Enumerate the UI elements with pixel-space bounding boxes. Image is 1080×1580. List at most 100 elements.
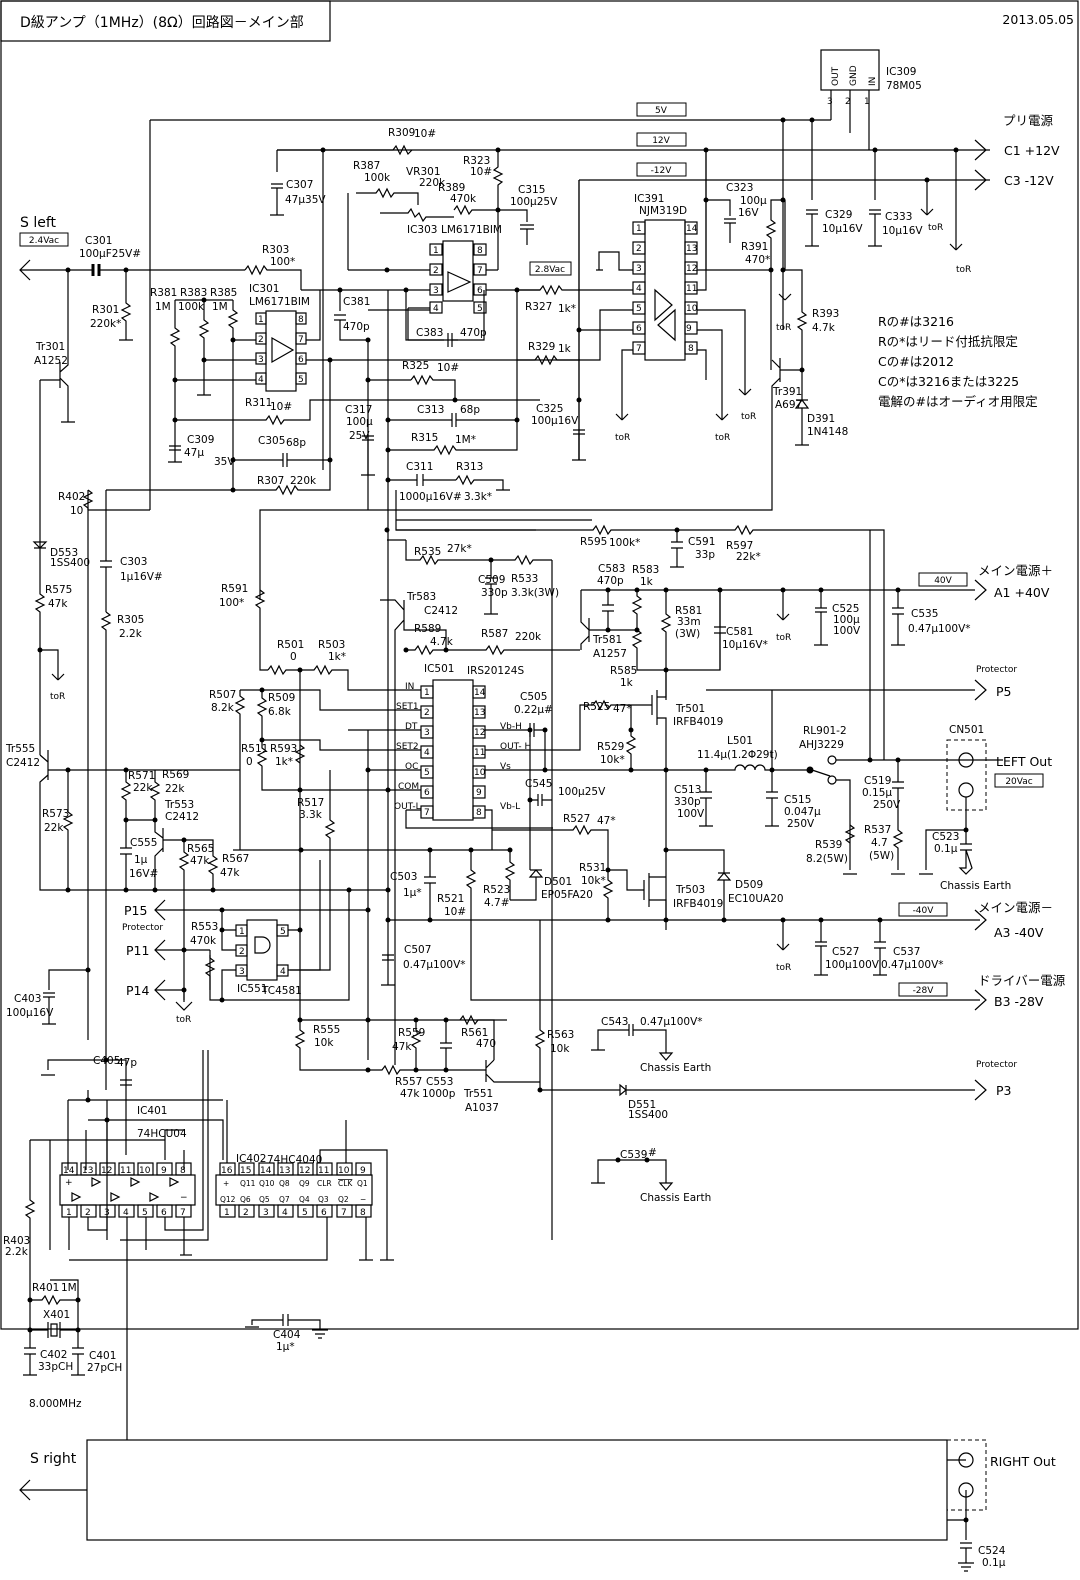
svg-text:5: 5 [142,1208,148,1218]
svg-text:C403: C403 [14,993,41,1005]
svg-text:A1037: A1037 [465,1102,499,1114]
svg-text:#: # [648,1147,657,1159]
svg-text:OUT- H: OUT- H [500,742,531,752]
svg-text:R305: R305 [117,614,144,626]
svg-text:3: 3 [104,1208,110,1218]
c3-port[interactable]: C3 -12V [974,169,1054,191]
r381: R381 1M [150,287,181,450]
svg-text:10k*: 10k* [581,875,606,887]
svg-text:R402: R402 [58,491,85,503]
svg-text:3.3k: 3.3k [299,809,323,821]
a1-port[interactable]: メイン電源＋ A1 +40V [974,563,1053,601]
svg-text:0: 0 [246,756,253,768]
cn501-connector[interactable]: CN501 [919,724,987,875]
r501: R501 0 [267,639,304,1020]
svg-text:3: 3 [424,728,430,738]
svg-text:10: 10 [474,768,486,778]
r511: R511 0 [241,740,421,791]
c1-port[interactable]: C1 +12V [974,139,1060,161]
svg-text:P15: P15 [124,903,147,918]
svg-text:12: 12 [299,1166,310,1176]
r403: R403 2.2k [3,1140,36,1300]
svg-text:Tr551: Tr551 [463,1088,493,1100]
svg-text:11: 11 [120,1166,131,1176]
p3-port[interactable]: Protector P3 [974,1060,1017,1101]
ic501-driver: IC501 IRS20124S 1 2 3 4 5 6 7 14 13 12 1… [394,663,531,821]
r571: R571 22k [120,770,155,893]
s-left-port[interactable]: S left 2.4Vac [19,215,93,281]
svg-text:6: 6 [321,1208,327,1218]
x401-crystal: X401 [27,1300,81,1338]
svg-text:2: 2 [433,266,439,276]
r313: R313 3.3k* [455,461,510,503]
r503: R503 1k* [300,639,421,691]
svg-text:5: 5 [298,375,304,385]
svg-text:12: 12 [101,1166,112,1176]
p11-port[interactable]: P11 [126,939,210,961]
svg-text:D391: D391 [807,413,835,425]
svg-text:16V#: 16V# [129,868,158,880]
svg-text:33pCH: 33pCH [38,1361,73,1373]
svg-text:toR: toR [928,223,943,233]
svg-text:Q3: Q3 [318,1195,329,1204]
svg-text:R595: R595 [580,536,607,548]
p15-port[interactable]: P15 Protector [122,899,368,933]
svg-text:1: 1 [258,315,264,325]
svg-text:11: 11 [318,1166,329,1176]
svg-text:14: 14 [260,1166,272,1176]
svg-text:3: 3 [636,264,642,274]
p5-port[interactable]: Protector P5 [974,665,1017,701]
svg-text:R307: R307 [257,475,284,487]
svg-text:6: 6 [298,355,304,365]
svg-text:OC: OC [405,762,418,772]
p14-port[interactable]: P14 [126,979,184,1001]
svg-text:15: 15 [240,1166,251,1176]
svg-text:C401: C401 [89,1350,116,1362]
svg-text:2: 2 [85,1208,91,1218]
svg-text:100μ16V: 100μ16V [531,415,579,427]
svg-text:220k: 220k [515,631,542,643]
c519: C519 0.15μ 250V [862,760,904,870]
svg-text:P11: P11 [126,943,149,958]
r311: R311 10# [172,397,540,426]
c401: C401 27pCH [71,1330,122,1376]
svg-text:R327: R327 [525,301,552,313]
d551: D551 1SS400 [540,1083,975,1121]
svg-text:R309: R309 [388,127,415,139]
svg-text:R385: R385 [210,287,237,299]
c313: C313 68p [417,404,520,427]
svg-text:C519: C519 [864,775,891,787]
svg-text:470*: 470* [745,254,770,266]
svg-text:Q8: Q8 [279,1179,290,1188]
ic309-regulator: OUT GND IN IC309 78M05 3 2 1 [820,49,922,150]
svg-text:8: 8 [476,808,482,818]
svg-text:4: 4 [123,1208,129,1218]
svg-text:47k: 47k [48,598,68,610]
c403: C403 100μ16V [6,967,91,1025]
a3-port[interactable]: メイン電源－ A3 -40V [974,900,1053,940]
c543: C543 0.47μ100V* Chassis Earth [591,1016,711,1074]
svg-text:C315: C315 [518,184,545,196]
svg-text:C404: C404 [273,1329,301,1341]
vr301: VR301 220k [380,166,454,223]
svg-text:R533: R533 [511,573,538,585]
svg-text:IN: IN [868,77,878,86]
svg-text:電解の#はオーディオ用限定: 電解の#はオーディオ用限定 [878,394,1038,409]
svg-text:10#: 10# [270,401,292,413]
b3-port[interactable]: ドライバー電源 B3 -28V [974,973,1066,1011]
svg-text:13: 13 [474,708,485,718]
svg-text:250V: 250V [787,818,815,830]
svg-text:2: 2 [258,335,264,345]
s-right-port[interactable]: S right [19,1451,87,1501]
svg-text:LM6171BIM: LM6171BIM [441,224,502,236]
svg-text:1μ: 1μ [134,854,148,866]
svg-text:C381: C381 [343,296,370,308]
right-channel-block [86,1439,948,1541]
svg-text:VR301: VR301 [406,166,441,178]
svg-text:R325: R325 [402,360,429,372]
svg-text:R389: R389 [438,182,465,194]
c311: C311 1000μ16V# [388,461,462,503]
svg-text:toR: toR [715,433,730,443]
right-out-connector[interactable]: RIGHT Out [946,1439,1056,1511]
svg-text:4: 4 [433,304,439,314]
